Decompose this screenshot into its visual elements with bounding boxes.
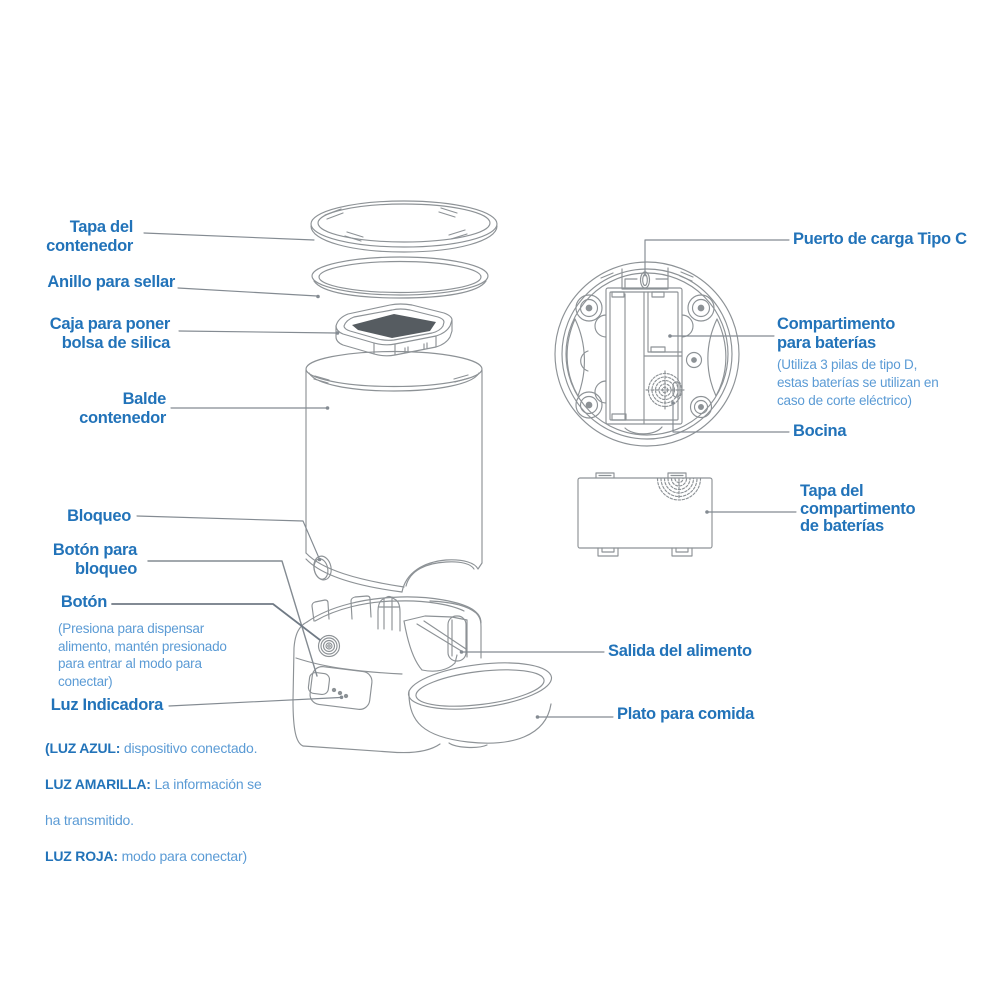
screw-posts (575, 294, 715, 419)
leader-tapa-contenedor (143, 232, 315, 241)
luz-amarilla-text: La información se (150, 776, 262, 792)
luz-roja-prefix: LUZ ROJA: (45, 848, 118, 864)
luz-amarilla-prefix: LUZ AMARILLA: (45, 776, 151, 792)
luz-azul-prefix: (LUZ AZUL: (45, 740, 121, 756)
base-unit-drawing (292, 595, 553, 754)
label-bloqueo: Bloqueo (67, 507, 131, 525)
leader-bocina (672, 403, 790, 433)
label-luz-indicadora: Luz Indicadora (50, 696, 164, 714)
luz-azul-text: dispositivo conectado. (120, 740, 258, 756)
label-tapa-compartimento-baterias: Tapa del compartimento de baterías (800, 482, 916, 535)
leader-boton-bloqueo (147, 560, 318, 677)
label-tapa-contenedor: Tapa del contenedor (46, 218, 133, 255)
label-anillo-sellar: Anillo para sellar (47, 273, 175, 291)
label-boton: Botón (60, 593, 107, 611)
battery-cover-drawing (577, 472, 713, 557)
luz-desc-line-amarilla: LUZ AMARILLA: La información se (45, 775, 262, 793)
label-puerto-carga: Puerto de carga Tipo C (793, 230, 967, 248)
label-salida-alimento: Salida del alimento (608, 642, 752, 660)
label-boton-description: (Presiona para dispensar alimento, manté… (58, 621, 227, 689)
leader-bloqueo (136, 515, 320, 559)
leader-anillo (177, 287, 318, 297)
leader-caja (178, 330, 337, 334)
lid-drawing (310, 200, 498, 253)
label-luz-description: (LUZ AZUL: dispositivo conectado. LUZ AM… (45, 721, 262, 883)
bottom-view-drawing (554, 261, 740, 447)
bucket-drawing (305, 350, 483, 593)
luz-desc-line-roja: LUZ ROJA: modo para conectar) (45, 847, 262, 865)
label-caja-silica: Caja para poner bolsa de silica (49, 315, 171, 352)
label-balde-contenedor: Balde contenedor (79, 390, 166, 427)
label-bocina: Bocina (793, 422, 847, 440)
silica-box-drawing (335, 303, 453, 357)
leader-luz (168, 696, 341, 707)
leader-puerto (644, 239, 790, 277)
leader-lines (111, 232, 797, 719)
label-plato-comida: Plato para comida (617, 705, 755, 723)
label-compartimento-baterias: Compartimento para baterías (777, 315, 896, 352)
luz-desc-line-transmitido: ha transmitido. (45, 811, 262, 829)
luz-line3-text: ha transmitido. (45, 812, 134, 828)
leader-boton (111, 603, 321, 641)
luz-desc-line-azul: (LUZ AZUL: dispositivo conectado. (45, 739, 262, 757)
seal-ring-drawing (311, 256, 489, 299)
label-boton-bloqueo: Botón para bloqueo (52, 541, 137, 578)
label-compartimento-description: (Utiliza 3 pilas de tipo D, estas baterí… (777, 357, 939, 408)
luz-roja-text: modo para conectar) (117, 848, 248, 864)
